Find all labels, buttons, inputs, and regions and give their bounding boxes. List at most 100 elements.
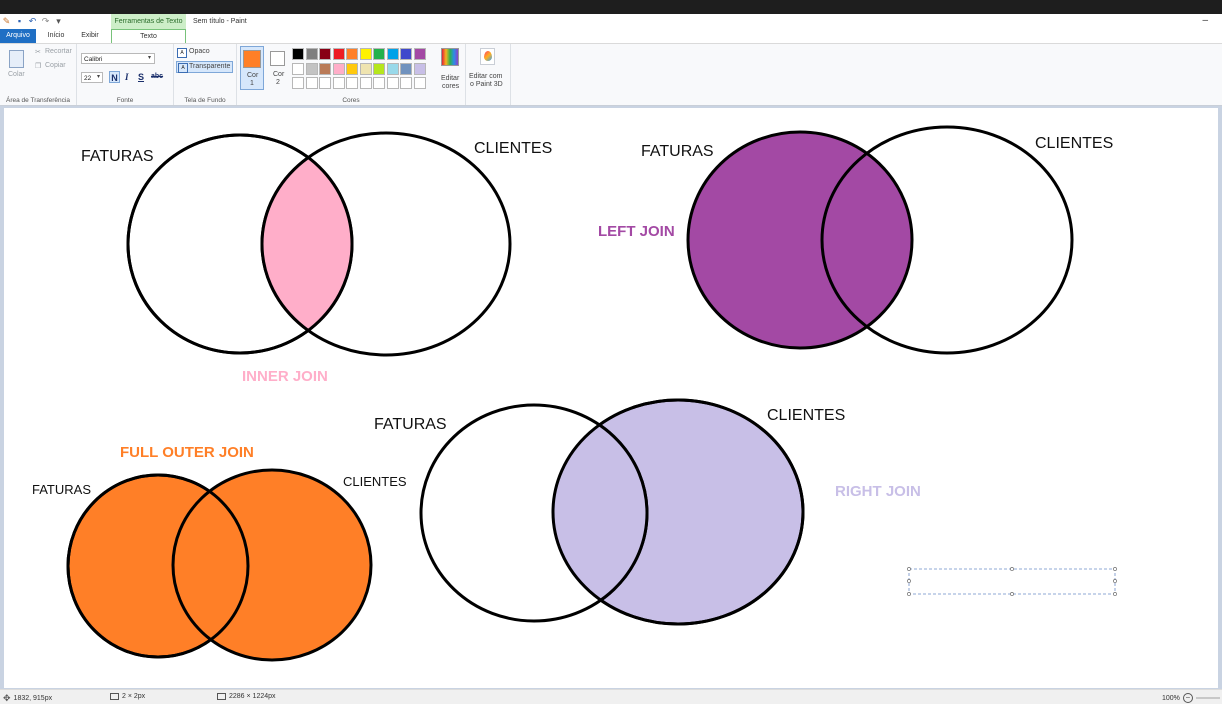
group-clipboard: Colar ✂ Recortar ❐ Copiar Área de Transf… [0,44,77,105]
diagrams-svg: FATURAS CLIENTES INNER JOIN FATURAS CLIE… [32,125,1117,662]
selection-size: 2 × 2px [122,693,146,700]
color1-num: 1 [250,80,254,87]
image-size: 2286 × 1224px [229,693,276,700]
font-size-dropdown-icon[interactable]: ▾ [97,74,101,80]
tab-file[interactable]: Arquivo [0,29,36,43]
palette-color-swatch[interactable] [305,48,318,60]
palette-color-swatch[interactable] [386,48,399,60]
resize-handle[interactable] [1010,592,1014,596]
group-font: Calibri ▾ 22 ▾ N I S abc Fonte [77,44,174,105]
undo-icon[interactable]: ↶ [28,16,37,26]
color2-swatch [270,51,285,66]
bold-button[interactable]: N [109,71,120,83]
resize-handle[interactable] [1113,579,1117,583]
right-clientes-label: CLIENTES [767,407,845,424]
zoom-out-icon[interactable]: – [1182,693,1193,703]
zoom-slider[interactable] [1195,697,1220,699]
context-tab-text-tools: Ferramentas de Texto [111,14,186,29]
strikethrough-button[interactable]: abc [151,73,164,80]
drawing-canvas[interactable]: FATURAS CLIENTES INNER JOIN FATURAS CLIE… [4,108,1218,688]
group-background: A Opaco A Transparente Tela de Fundo [174,44,237,105]
custom-color-slot[interactable] [359,77,372,89]
group-colors: Cor 1 Cor 2 Editar cores Cores [237,44,466,105]
left-clientes-label: CLIENTES [1035,135,1113,152]
tab-text[interactable]: Texto [111,29,186,43]
resize-handle[interactable] [907,592,911,596]
opaque-button[interactable]: A Opaco [177,48,233,58]
opaque-label: Opaco [189,48,210,55]
resize-handle[interactable] [1113,567,1117,571]
left-clientes-circle [820,125,1074,355]
ribbon: Colar ✂ Recortar ❐ Copiar Área de Transf… [0,44,1222,106]
color1-swatch [243,50,261,68]
italic-button[interactable]: I [125,72,129,82]
edit-colors-button[interactable]: Editar cores [438,48,464,92]
underline-button[interactable]: S [138,72,145,82]
left-faturas-label: FATURAS [641,143,714,160]
window-title: Sem título - Paint [193,18,247,25]
palette-color-swatch[interactable] [373,48,385,60]
minimize-button[interactable]: – [1202,15,1208,26]
custom-color-slot[interactable] [305,77,318,89]
custom-color-slot[interactable] [332,77,345,89]
palette-color-swatch[interactable] [292,48,304,60]
paste-icon [9,50,24,68]
zoom-level: 100% [1162,694,1180,702]
colors-group-label: Cores [342,97,360,104]
redo-icon[interactable]: ↷ [41,16,50,26]
tab-view[interactable]: Exibir [81,32,99,39]
palette-color-swatch[interactable] [373,62,385,75]
paint3d-label: Editar com [469,73,503,80]
customize-qat-icon[interactable]: ▾ [56,16,61,26]
paint3d-icon [480,48,495,65]
inner-join-diagram: FATURAS CLIENTES INNER JOIN [81,131,552,385]
edit-with-paint3d-button[interactable]: Editar com o Paint 3D [468,46,508,92]
resize-handle[interactable] [907,579,911,583]
palette-color-swatch[interactable] [319,48,331,60]
palette-color-swatch[interactable] [305,62,318,75]
paint-app-icon[interactable]: ✎ [2,16,11,26]
palette-color-swatch[interactable] [359,62,372,75]
custom-color-slot[interactable] [400,77,412,89]
palette-color-swatch[interactable] [413,48,426,60]
edit-colors-label: Editar [441,75,460,82]
palette-color-swatch[interactable] [346,48,358,60]
palette-color-swatch[interactable] [413,62,426,75]
palette-color-swatch[interactable] [400,48,412,60]
palette-color-swatch[interactable] [292,62,304,75]
palette-color-swatch[interactable] [359,48,372,60]
ribbon-tabs: Arquivo Início Exibir Texto [0,29,1222,44]
color2-button[interactable]: Cor 2 [266,46,290,90]
palette-color-swatch[interactable] [400,62,412,75]
resize-handle[interactable] [1113,592,1117,596]
custom-color-slot[interactable] [413,77,426,89]
palette-color-swatch[interactable] [332,48,345,60]
color1-button[interactable]: Cor 1 [240,46,264,90]
transparent-button[interactable]: A Transparente [176,61,233,73]
inner-faturas-label: FATURAS [81,148,154,165]
palette-color-swatch[interactable] [332,62,345,75]
font-family-select[interactable]: Calibri [81,53,155,64]
palette-color-swatch[interactable] [346,62,358,75]
resize-handle[interactable] [907,567,911,571]
image-size-icon [217,693,226,700]
custom-color-slot[interactable] [292,77,304,89]
palette-color-swatch[interactable] [319,62,331,75]
copy-label: Copiar [45,62,66,69]
rainbow-palette-icon [441,48,459,66]
tab-home[interactable]: Início [47,32,65,39]
font-family-dropdown-icon[interactable]: ▾ [148,55,152,61]
color2-num: 2 [276,79,280,86]
font-size-select[interactable]: 22 [81,72,103,83]
custom-color-slot[interactable] [373,77,385,89]
custom-color-slot[interactable] [346,77,358,89]
palette-color-swatch[interactable] [386,62,399,75]
paste-button[interactable]: Colar [4,48,28,78]
custom-color-slot[interactable] [386,77,399,89]
copy-icon: ❐ [35,63,42,70]
text-selection-box[interactable] [907,567,1117,596]
save-icon[interactable]: ▪ [17,16,22,26]
custom-color-slot[interactable] [319,77,331,89]
left-faturas-circle [686,130,914,350]
resize-handle[interactable] [1010,567,1014,571]
